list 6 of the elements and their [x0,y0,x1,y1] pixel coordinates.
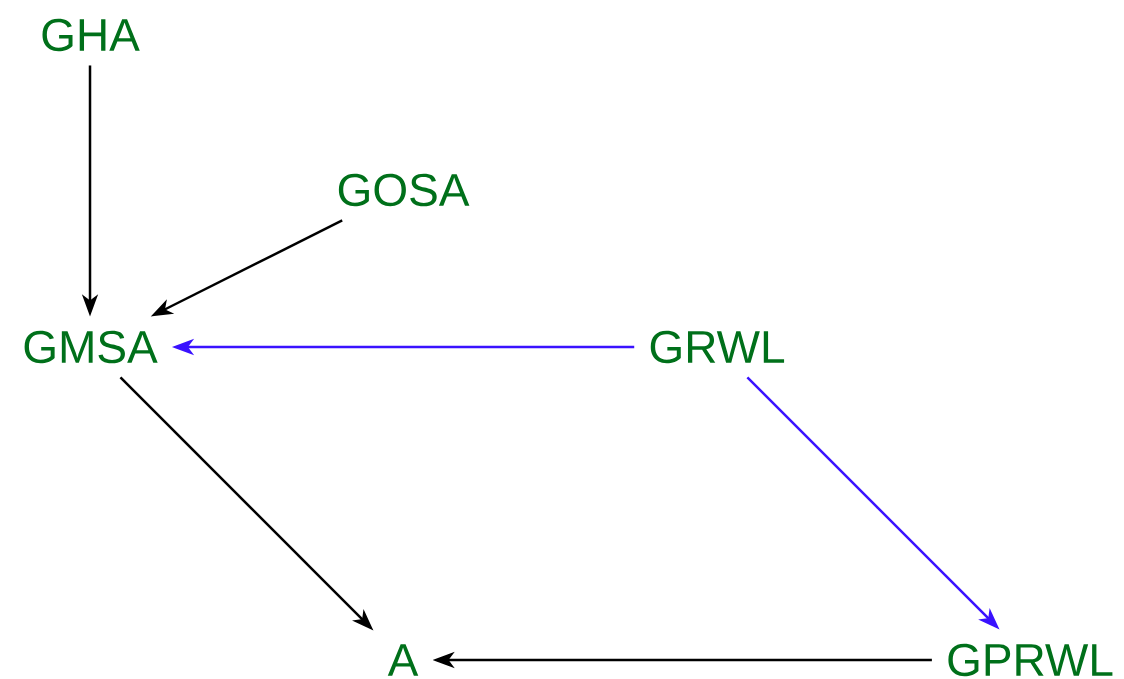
node-label: A [387,644,419,676]
node-label: GHA [42,18,140,52]
node-label: GRWL [650,330,785,364]
node-label: GOSA [338,173,470,207]
node-label: GMSA [24,330,158,364]
node-label: GPRWL [948,643,1113,677]
